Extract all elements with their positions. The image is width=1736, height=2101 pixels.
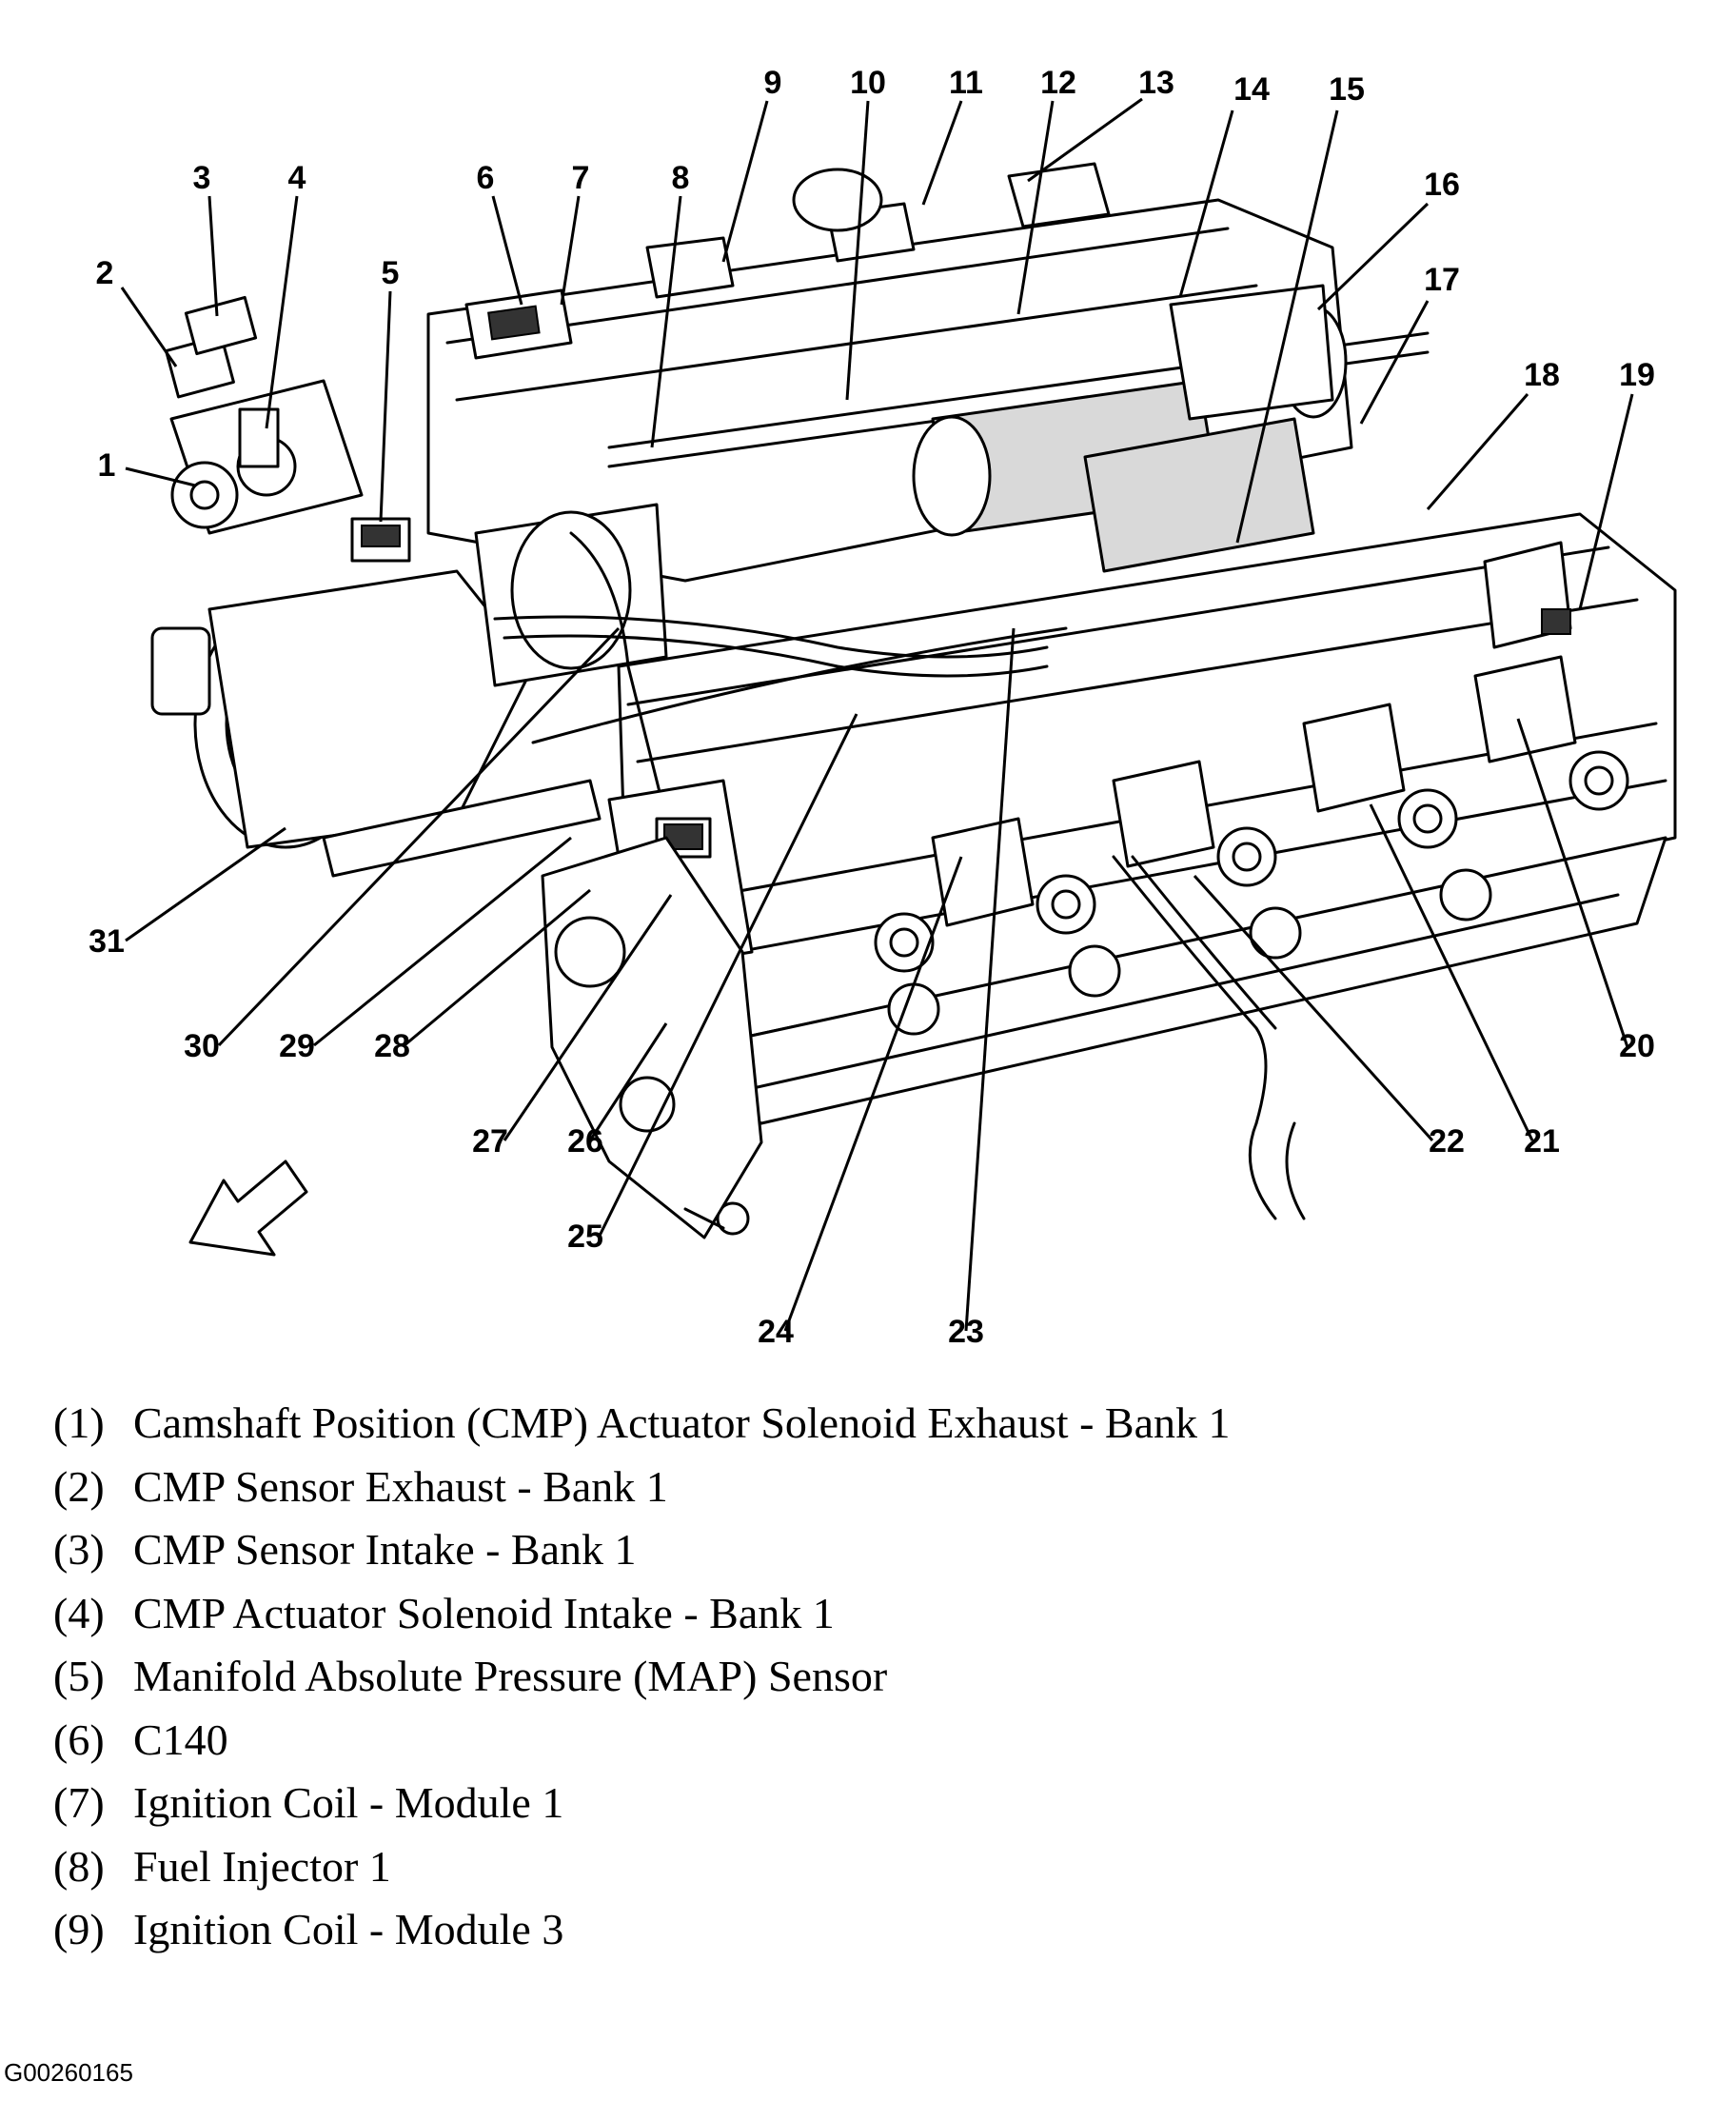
legend-item-number: (9) [53,1905,105,1953]
legend-item-text: Camshaft Position (CMP) Actuator Solenoi… [133,1398,1231,1447]
callout-20: 20 [1619,1028,1655,1064]
leader-line-4 [265,195,299,429]
leader-line-6 [491,195,523,306]
callout-7: 7 [572,160,590,196]
callout-31: 31 [89,923,125,960]
callout-6: 6 [477,160,495,196]
leader-line-28 [404,888,591,1047]
leader-line-18 [1426,393,1529,510]
callout-13: 13 [1138,65,1174,101]
leader-line-31 [125,826,286,942]
leader-line-7 [560,195,581,306]
leader-line-23 [964,627,1016,1332]
leader-line-22 [1193,874,1434,1142]
direction-arrow-icon [188,1160,308,1257]
callout-2: 2 [96,255,114,291]
leader-lines [120,97,1634,1332]
callout-3: 3 [193,160,211,196]
callout-4: 4 [288,160,306,196]
callout-1: 1 [98,447,116,484]
legend-item: (1) Camshaft Position (CMP) Actuator Sole… [53,1392,1690,1456]
leader-line-3 [207,195,219,317]
leader-line-29 [313,836,572,1047]
figure-id: G00260165 [4,2058,133,2087]
leader-line-13 [1027,97,1143,183]
leader-line-19 [1578,393,1634,610]
leader-line-15 [1235,109,1339,544]
legend-item: (2) CMP Sensor Exhaust - Bank 1 [53,1456,1690,1519]
legend-item-text: C140 [133,1714,228,1764]
callout-26: 26 [567,1123,603,1160]
callout-15: 15 [1329,71,1365,108]
component-legend: (1) Camshaft Position (CMP) Actuator Sole… [53,1392,1690,1962]
callout-19: 19 [1619,357,1655,393]
leader-line-21 [1369,803,1534,1141]
legend-item-number: (3) [53,1525,105,1574]
leader-line-14 [1178,109,1234,298]
legend-item-number: (2) [53,1461,105,1511]
leader-line-11 [921,100,963,206]
callout-16: 16 [1424,167,1460,203]
leader-line-16 [1316,202,1430,311]
legend-item-text: Ignition Coil - Module 3 [133,1905,564,1953]
leader-line-12 [1016,100,1055,315]
callout-11: 11 [949,65,983,101]
callout-17: 17 [1424,262,1460,298]
legend-item: (7) Ignition Coil - Module 1 [53,1772,1690,1835]
leader-line-27 [503,894,673,1141]
callout-28: 28 [374,1028,410,1064]
legend-item-text: CMP Sensor Intake - Bank 1 [133,1525,637,1574]
legend-item: (9) Ignition Coil - Module 3 [53,1898,1690,1962]
leader-line-9 [721,100,769,263]
legend-item: (4) CMP Actuator Solenoid Intake - Bank 1 [53,1582,1690,1646]
leader-line-5 [379,290,392,523]
legend-item-text: CMP Sensor Exhaust - Bank 1 [133,1461,668,1511]
legend-item: (6) C140 [53,1709,1690,1773]
leader-line-25 [598,713,858,1237]
leader-line-10 [845,100,870,401]
legend-item-text: Fuel Injector 1 [133,1841,391,1891]
callout-30: 30 [184,1028,220,1064]
legend-item-text: CMP Actuator Solenoid Intake - Bank 1 [133,1588,835,1637]
legend-item-text: Manifold Absolute Pressure (MAP) Sensor [133,1652,888,1700]
legend-item-number: (5) [53,1652,105,1700]
callout-25: 25 [567,1219,603,1255]
callout-5: 5 [382,255,400,291]
legend-item-number: (6) [53,1714,105,1764]
legend-item-number: (1) [53,1398,105,1447]
legend-item-number: (4) [53,1588,105,1637]
callout-10: 10 [850,65,886,101]
engine-illustration [150,162,1677,1239]
callout-9: 9 [764,65,782,101]
callout-21: 21 [1524,1123,1560,1160]
legend-item-text: Ignition Coil - Module 1 [133,1778,564,1827]
leader-line-26 [588,1022,668,1141]
callout-12: 12 [1040,65,1076,101]
callout-23: 23 [948,1314,984,1350]
leader-line-1 [125,466,196,487]
callout-22: 22 [1429,1123,1465,1160]
leader-line-2 [120,287,178,367]
callout-14: 14 [1233,71,1270,108]
callout-18: 18 [1524,357,1560,393]
legend-item: (8) Fuel Injector 1 [53,1835,1690,1899]
legend-item-number: (8) [53,1841,105,1891]
leader-line-8 [650,195,682,448]
leader-line-20 [1516,718,1629,1048]
callout-8: 8 [672,160,690,196]
leader-line-17 [1359,300,1430,425]
legend-item-number: (7) [53,1778,105,1827]
callout-27: 27 [472,1123,508,1160]
legend-item: (5) Manifold Absolute Pressure (MAP) Sens… [53,1645,1690,1709]
legend-item: (3) CMP Sensor Intake - Bank 1 [53,1518,1690,1582]
callout-24: 24 [758,1314,794,1350]
callout-29: 29 [279,1028,315,1064]
leader-line-24 [783,856,963,1332]
leader-line-30 [217,626,621,1047]
